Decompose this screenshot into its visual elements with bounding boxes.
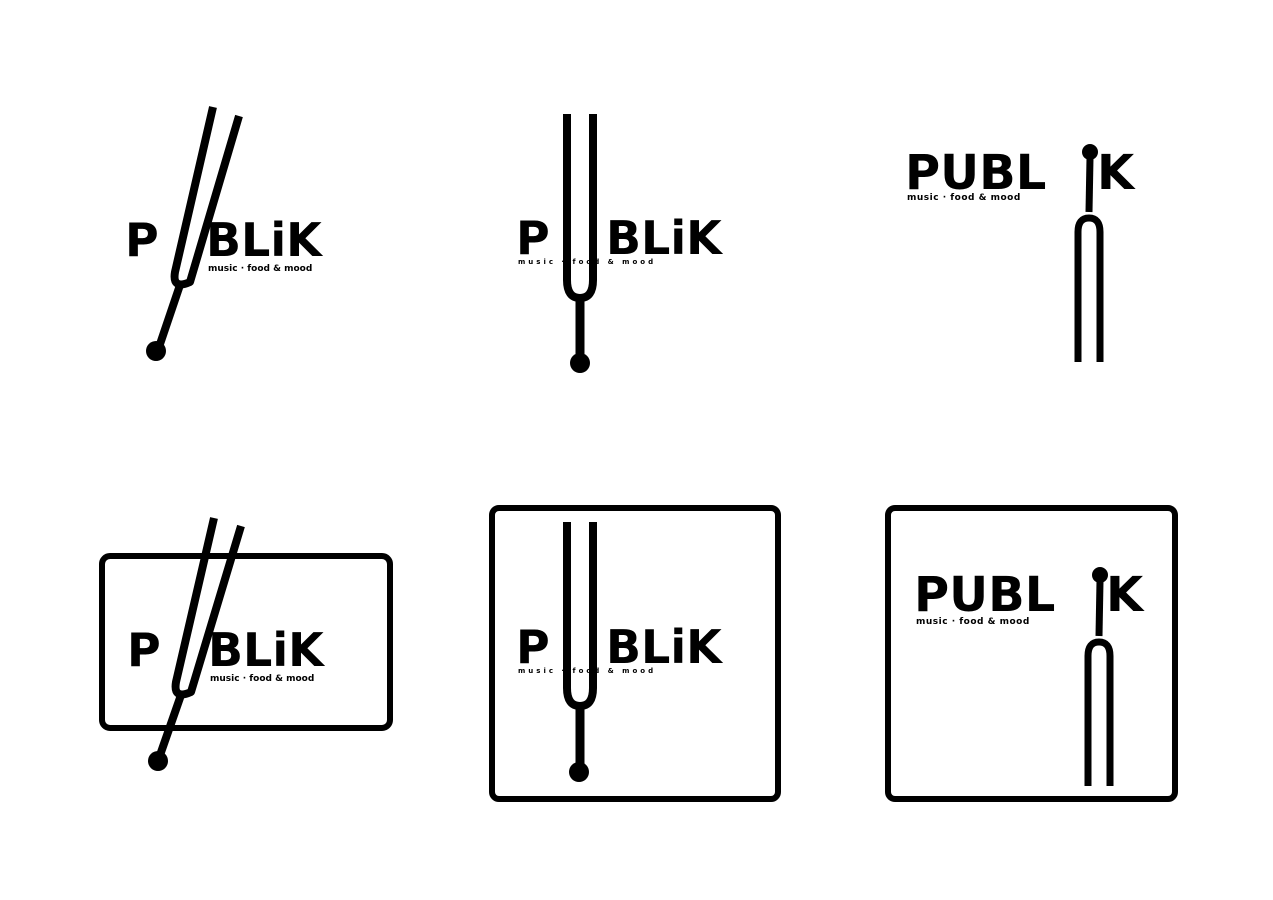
logo-4-diagonal-fork-framed: P BLiK music · food & mood — [99, 517, 393, 771]
tuning-fork-icon — [563, 114, 597, 373]
logo-5-letter-p: P — [516, 620, 550, 674]
logo-3-fork-as-i: PUBL K music · food & mood — [905, 144, 1136, 362]
logo-6-frame — [885, 505, 1178, 802]
logo-4-letters-blik: BLiK — [208, 623, 326, 677]
tuning-fork-icon — [146, 106, 243, 361]
logo-6-fork-as-i-framed: PUBL K music · food & mood — [885, 505, 1178, 802]
logo-6-tagline: music · food & mood — [916, 617, 1030, 627]
logo-2-tagline: music · food & mood — [518, 258, 656, 266]
logo-2-letter-p: P — [516, 211, 550, 265]
logo-2-letters-blik: BLiK — [606, 211, 724, 265]
logo-3-tagline: music · food & mood — [907, 193, 1021, 203]
tuning-fork-icon — [1084, 567, 1114, 786]
logo-4-letter-p: P — [127, 623, 161, 677]
logo-1-tagline: music · food & mood — [208, 264, 312, 274]
logo-5-vertical-fork-framed: P BLiK music · food & mood — [489, 505, 781, 802]
logo-1-diagonal-fork: P BLiK music · food & mood — [125, 106, 324, 361]
logo-1-letter-p: P — [125, 213, 159, 267]
logo-5-letters-blik: BLiK — [606, 620, 724, 674]
logo-6-wordmark: PUBL — [914, 567, 1055, 623]
tuning-fork-icon — [148, 517, 245, 771]
logo-3-wordmark: PUBL — [905, 145, 1046, 201]
logo-4-frame — [99, 553, 393, 731]
logo-4-tagline: music · food & mood — [210, 674, 314, 684]
logo-1-letters-blik: BLiK — [206, 213, 324, 267]
tuning-fork-icon — [563, 522, 597, 782]
logo-2-vertical-fork: P BLiK music · food & mood — [516, 114, 724, 373]
logo-6-letter-k: K — [1106, 567, 1145, 623]
logo-5-tagline: music · food & mood — [518, 667, 656, 675]
tuning-fork-icon — [1074, 144, 1104, 362]
logo-5-frame — [489, 505, 781, 802]
logo-3-letter-k: K — [1097, 145, 1136, 201]
